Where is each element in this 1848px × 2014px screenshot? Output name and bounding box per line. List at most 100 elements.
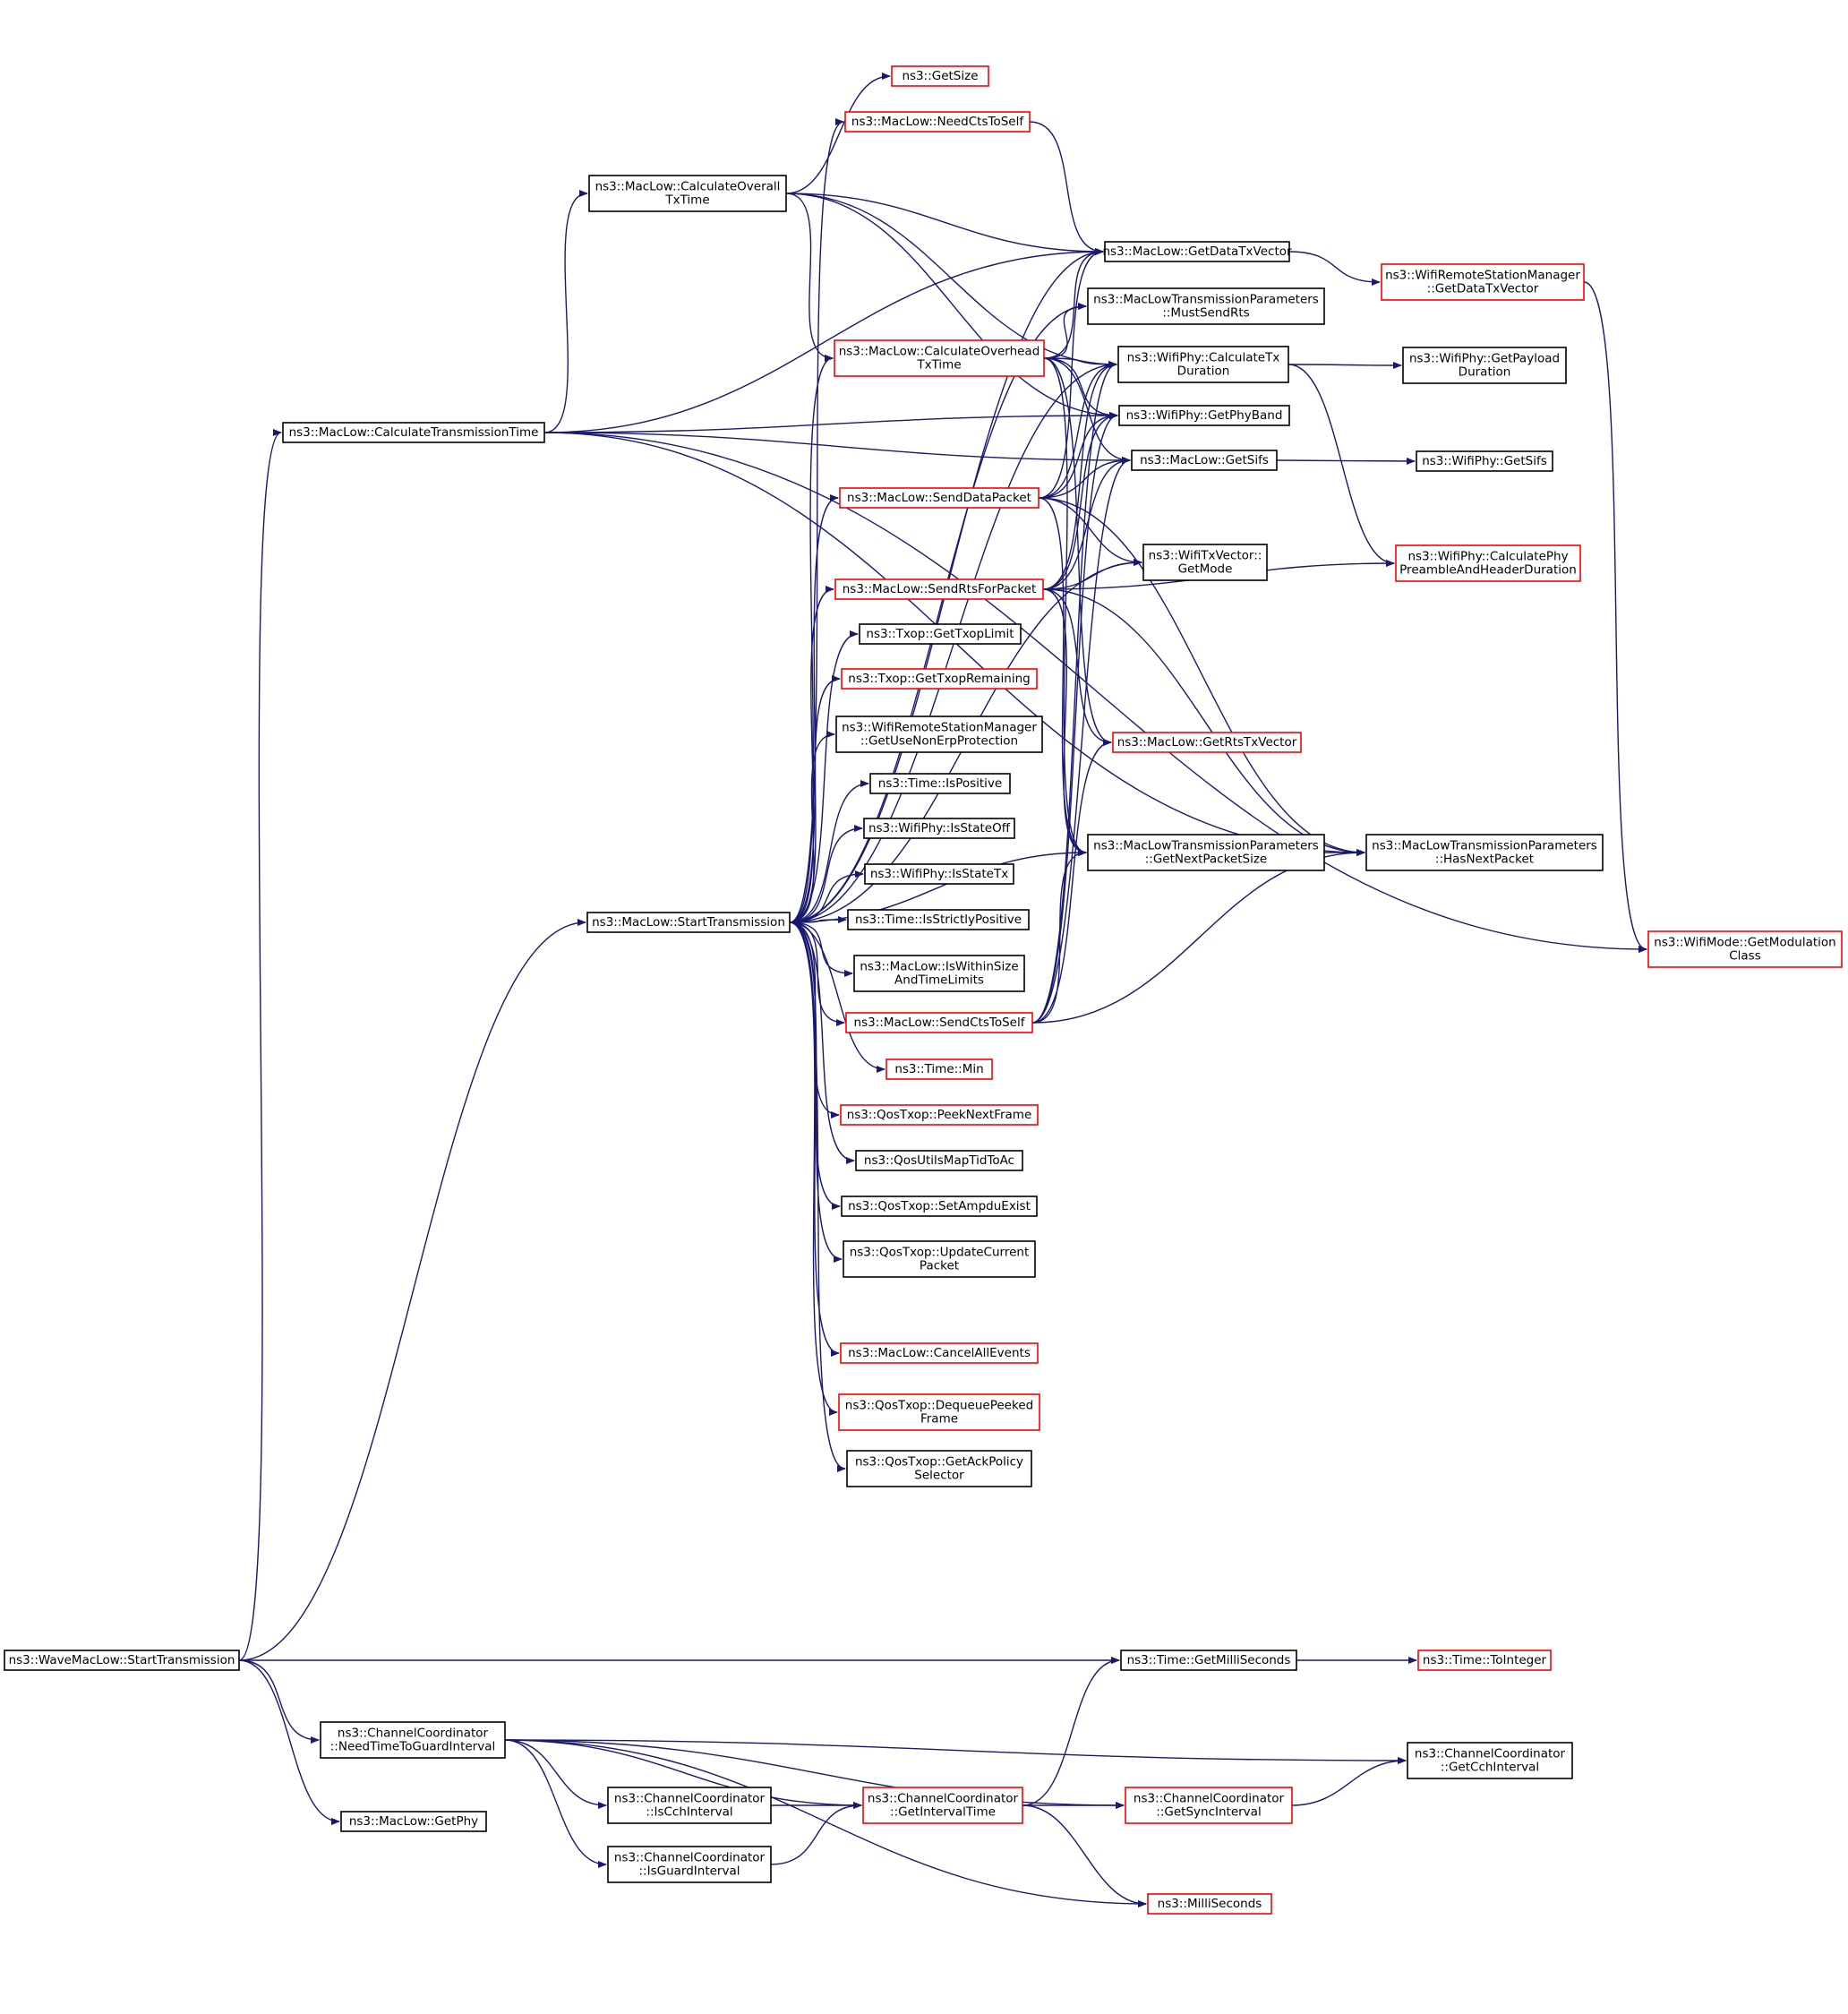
node-getMode[interactable]: ns3::WifiTxVector::GetMode — [1142, 544, 1268, 581]
node-box[interactable] — [886, 1058, 993, 1080]
node-preamble[interactable]: ns3::WifiPhy::CalculatePhyPreambleAndHea… — [1395, 544, 1581, 582]
node-box[interactable] — [1647, 930, 1843, 968]
node-box[interactable] — [1131, 450, 1278, 471]
node-box[interactable] — [841, 668, 1038, 690]
node-getMilli[interactable]: ns3::Time::GetMilliSeconds — [1120, 1650, 1297, 1671]
node-getSifs[interactable]: ns3::MacLow::GetSifs — [1131, 450, 1278, 471]
node-box[interactable] — [855, 1150, 1023, 1171]
node-box[interactable] — [834, 578, 1044, 600]
node-isStateTx[interactable]: ns3::WifiPhy::IsStateTx — [864, 863, 1014, 885]
node-rsmDataTx[interactable]: ns3::WifiRemoteStationManager::GetDataTx… — [1381, 263, 1585, 301]
node-box[interactable] — [841, 1196, 1038, 1217]
node-needCts[interactable]: ns3::MacLow::NeedCtsToSelf — [844, 111, 1031, 133]
node-box[interactable] — [840, 1104, 1039, 1126]
node-box[interactable] — [1117, 346, 1289, 383]
node-box[interactable] — [1087, 834, 1325, 871]
node-box[interactable] — [1417, 1650, 1552, 1671]
node-box[interactable] — [859, 623, 1022, 645]
node-milliSec[interactable]: ns3::MilliSeconds — [1147, 1893, 1272, 1915]
node-hasNext[interactable]: ns3::MacLowTransmissionParameters::HasNe… — [1365, 834, 1604, 871]
node-box[interactable] — [847, 909, 1030, 930]
node-box[interactable] — [588, 175, 787, 212]
node-startTrans[interactable]: ns3::MacLow::StartTransmission — [586, 912, 791, 933]
node-box[interactable] — [839, 487, 1040, 509]
node-calcTransTime[interactable]: ns3::MacLow::CalculateTransmissionTime — [282, 422, 545, 443]
node-box[interactable] — [1104, 241, 1290, 262]
node-peekNext[interactable]: ns3::QosTxop::PeekNextFrame — [840, 1104, 1039, 1126]
node-nextPktSize[interactable]: ns3::MacLowTransmissionParameters::GetNe… — [1087, 834, 1325, 871]
node-isPositive[interactable]: ns3::Time::IsPositive — [869, 773, 1011, 794]
node-needTime[interactable]: ns3::ChannelCoordinator::NeedTimeToGuard… — [320, 1721, 506, 1759]
node-box[interactable] — [1125, 1787, 1293, 1824]
node-getPhyBand[interactable]: ns3::WifiPhy::GetPhyBand — [1118, 405, 1290, 426]
node-box[interactable] — [843, 1240, 1036, 1278]
node-box[interactable] — [1365, 834, 1604, 871]
node-box[interactable] — [834, 339, 1045, 377]
node-getPhy[interactable]: ns3::MacLow::GetPhy — [340, 1811, 487, 1832]
node-isGuard[interactable]: ns3::ChannelCoordinator::IsGuardInterval — [607, 1846, 772, 1883]
node-setAmpdu[interactable]: ns3::QosTxop::SetAmpduExist — [841, 1196, 1038, 1217]
node-cancelAll[interactable]: ns3::MacLow::CancelAllEvents — [840, 1342, 1039, 1364]
node-box[interactable] — [1407, 1742, 1573, 1779]
node-box[interactable] — [835, 716, 1043, 753]
node-box[interactable] — [607, 1787, 772, 1824]
node-getSync[interactable]: ns3::ChannelCoordinator::GetSyncInterval — [1125, 1787, 1293, 1824]
node-toInteger[interactable]: ns3::Time::ToInteger — [1417, 1650, 1552, 1671]
node-box[interactable] — [1118, 405, 1290, 426]
node-box[interactable] — [863, 818, 1015, 839]
node-useNonErp[interactable]: ns3::WifiRemoteStationManager::GetUseNon… — [835, 716, 1043, 753]
node-box[interactable] — [840, 1342, 1039, 1364]
node-box[interactable] — [320, 1721, 506, 1759]
node-getRtsTx[interactable]: ns3::MacLow::GetRtsTxVector — [1112, 732, 1302, 753]
node-sendData[interactable]: ns3::MacLow::SendDataPacket — [839, 487, 1040, 509]
node-box[interactable] — [607, 1846, 772, 1883]
node-sendRts[interactable]: ns3::MacLow::SendRtsForPacket — [834, 578, 1044, 600]
node-box[interactable] — [1120, 1650, 1297, 1671]
node-box[interactable] — [1381, 263, 1585, 301]
node-mustSendRts[interactable]: ns3::MacLowTransmissionParameters::MustS… — [1087, 287, 1325, 325]
node-timeMin[interactable]: ns3::Time::Min — [886, 1058, 993, 1080]
node-box[interactable] — [1087, 287, 1325, 325]
node-mapTid[interactable]: ns3::QosUtilsMapTidToAc — [855, 1150, 1023, 1171]
node-box[interactable] — [864, 863, 1014, 885]
node-box[interactable] — [869, 773, 1011, 794]
node-box[interactable] — [4, 1650, 240, 1671]
node-isStrictly[interactable]: ns3::Time::IsStrictlyPositive — [847, 909, 1030, 930]
node-isStateOff[interactable]: ns3::WifiPhy::IsStateOff — [863, 818, 1015, 839]
node-box[interactable] — [846, 1450, 1032, 1487]
node-sendCts[interactable]: ns3::MacLow::SendCtsToSelf — [845, 1012, 1033, 1033]
node-getCch[interactable]: ns3::ChannelCoordinator::GetCchInterval — [1407, 1742, 1573, 1779]
node-box[interactable] — [862, 1787, 1023, 1824]
node-box[interactable] — [844, 111, 1031, 133]
node-root[interactable]: ns3::WaveMacLow::StartTransmission — [4, 1650, 240, 1671]
node-box[interactable] — [853, 955, 1025, 992]
node-getSize[interactable]: ns3::GetSize — [891, 65, 989, 87]
node-box[interactable] — [1402, 347, 1567, 384]
node-box[interactable] — [1112, 732, 1302, 753]
node-txopRemain[interactable]: ns3::Txop::GetTxopRemaining — [841, 668, 1038, 690]
node-box[interactable] — [1147, 1893, 1272, 1915]
node-box[interactable] — [838, 1393, 1040, 1431]
node-phySifs[interactable]: ns3::WifiPhy::GetSifs — [1416, 450, 1553, 472]
node-box[interactable] — [891, 65, 989, 87]
node-box[interactable] — [282, 422, 545, 443]
node-txopLimit[interactable]: ns3::Txop::GetTxopLimit — [859, 623, 1022, 645]
node-box[interactable] — [340, 1811, 487, 1832]
node-box[interactable] — [1416, 450, 1553, 472]
node-box[interactable] — [1142, 544, 1268, 581]
node-box[interactable] — [845, 1012, 1033, 1033]
node-isCch[interactable]: ns3::ChannelCoordinator::IsCchInterval — [607, 1787, 772, 1824]
node-getInterval[interactable]: ns3::ChannelCoordinator::GetIntervalTime — [862, 1787, 1023, 1824]
node-box[interactable] — [586, 912, 791, 933]
node-box[interactable] — [1395, 544, 1581, 582]
node-getDataTx[interactable]: ns3::MacLow::GetDataTxVector — [1102, 241, 1292, 262]
